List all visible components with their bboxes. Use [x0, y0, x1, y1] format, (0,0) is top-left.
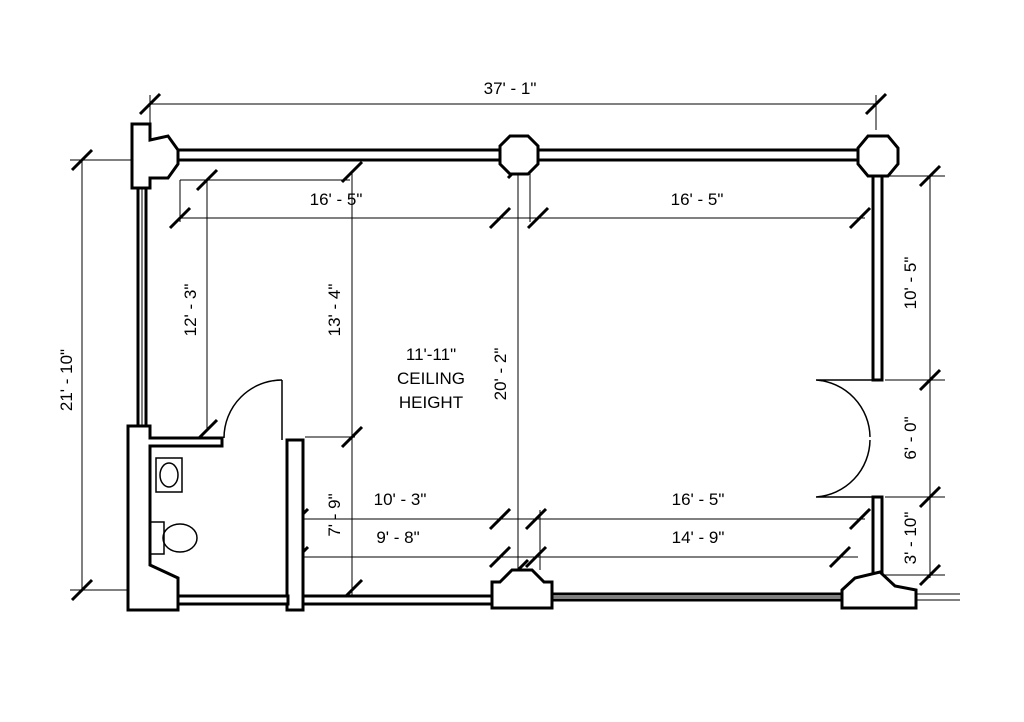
- dim-right-upper: 10' - 5": [901, 257, 920, 310]
- dim-lower-right-b: 14' - 9": [672, 528, 725, 547]
- dim-left-wall-to-door: 12' - 3": [181, 284, 200, 337]
- dim-lower-left-b: 9' - 8": [376, 528, 419, 547]
- dim-left-room-depth: 13' - 4": [325, 284, 344, 337]
- toilet-tank: [149, 521, 165, 555]
- ceiling-note-line2: CEILING: [397, 369, 465, 388]
- dim-lower-left-a: 10' - 3": [374, 490, 427, 509]
- dim-lower-right-a: 16' - 5": [672, 490, 725, 509]
- toilet-bowl: [162, 523, 198, 553]
- bathroom-wall: [126, 424, 224, 612]
- bathroom-fixtures: [149, 457, 198, 555]
- column-bottom-right: [840, 570, 918, 610]
- dim-overall-width: 37' - 1": [484, 79, 537, 98]
- dim-right-door: 6' - 0": [901, 416, 920, 459]
- column-top-left: [130, 122, 180, 190]
- walls: [126, 122, 960, 612]
- ceiling-note-line3: HEIGHT: [399, 393, 463, 412]
- column-top-right: [856, 134, 900, 178]
- dim-overall-depth: 21' - 10": [57, 349, 76, 411]
- dim-right-bay-width: 16' - 5": [671, 190, 724, 209]
- sink: [155, 457, 183, 493]
- dim-closet-depth: 7' - 9": [325, 493, 344, 536]
- ceiling-note-line1: 11'-11": [406, 345, 456, 364]
- column-bottom-center: [490, 568, 554, 610]
- dim-left-bay-width: 16' - 5": [310, 190, 363, 209]
- dim-center-depth: 20' - 2": [491, 348, 510, 401]
- doors: [223, 379, 873, 498]
- dim-right-lower: 3' - 10": [901, 512, 920, 565]
- column-top-center: [498, 134, 540, 176]
